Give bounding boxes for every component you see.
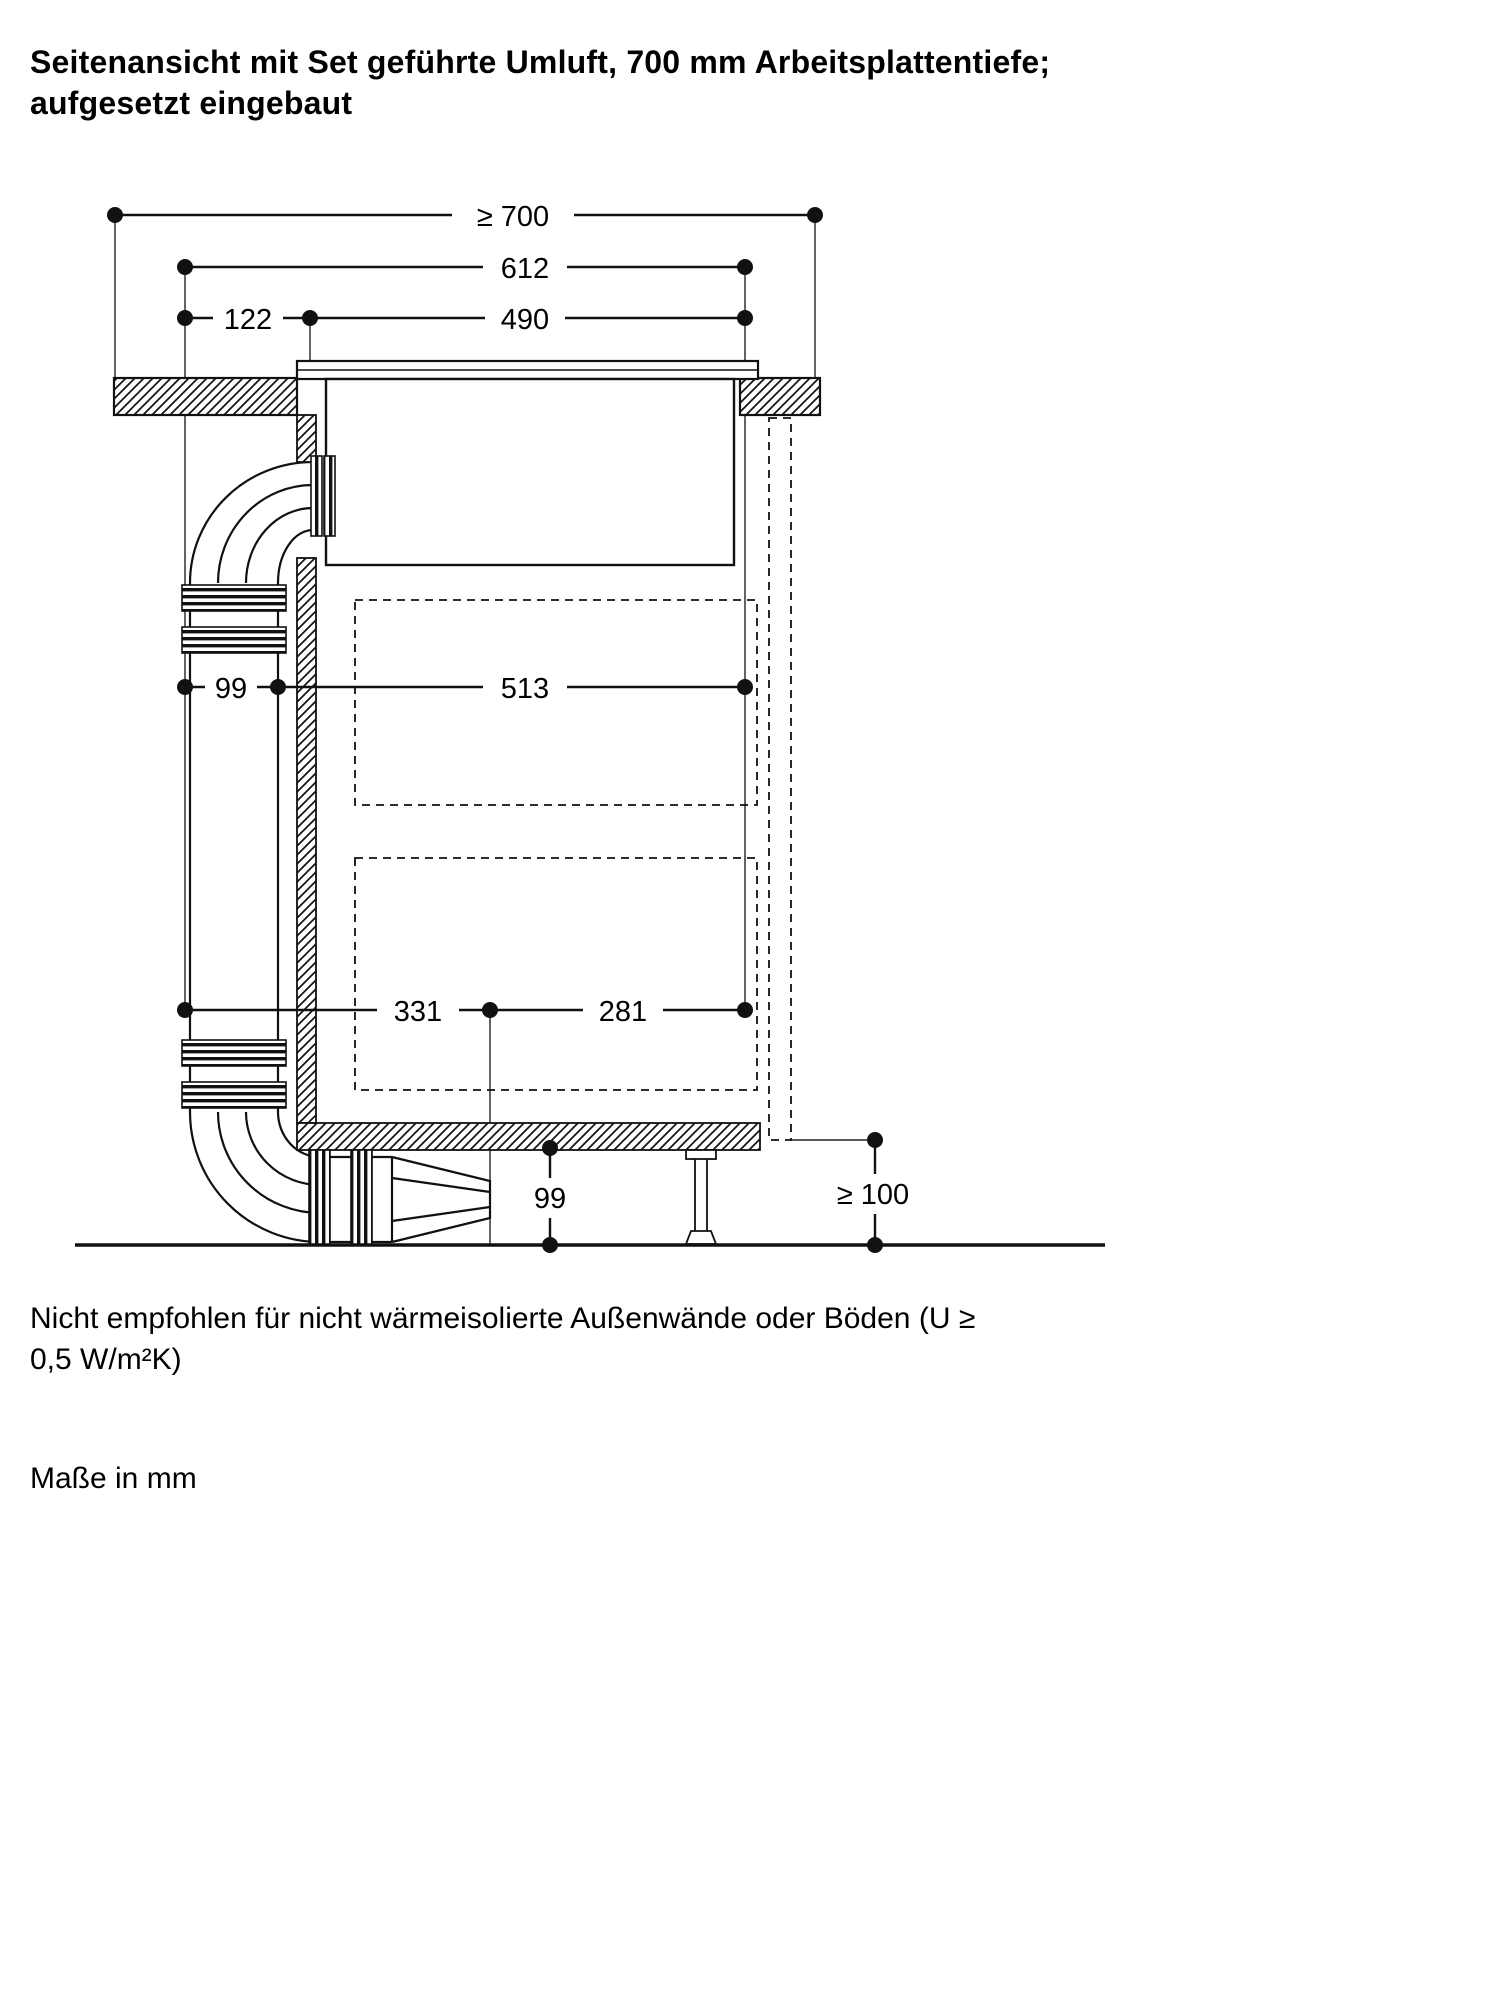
cabinet (296, 414, 761, 1151)
hob (295, 359, 760, 567)
cabinet-rear-dashed (768, 417, 792, 1141)
clearance-zones (354, 417, 792, 1141)
page-title: Seitenansicht mit Set geführte Umluft, 7… (30, 42, 1050, 124)
plinth-duct-coupler (308, 1149, 331, 1246)
dim-plinth-height-label: 99 (534, 1183, 566, 1215)
hob-outlet-coupler (310, 455, 323, 537)
lower-clearance-zone (354, 857, 758, 1091)
cabinet-bottom (296, 1122, 761, 1151)
dim-outlet-offset-label: 331 (394, 996, 442, 1028)
insulation-warning: Nicht empfohlen für nicht wärmeisolierte… (30, 1298, 975, 1381)
dim-duct-offset-label: 122 (224, 304, 272, 336)
upper-duct-coupler (181, 584, 287, 612)
warning-line-2: 0,5 W/m²K) (30, 1343, 182, 1377)
plinth-diffuser (390, 1155, 492, 1244)
dim-unit-width-label: 612 (501, 253, 549, 285)
dim-duct-depth-label: 99 (215, 673, 247, 705)
units-note: Maße in mm (30, 1462, 197, 1495)
duct-couplers (181, 455, 373, 1246)
hob-body (324, 377, 736, 567)
dim-floor-clearance-label: ≥ 100 (837, 1179, 909, 1211)
dim-glass-width-label: 490 (501, 304, 549, 336)
upper-clearance-zone (354, 599, 758, 806)
warning-line-1: Nicht empfohlen für nicht wärmeisolierte… (30, 1302, 976, 1335)
dimension-lines (115, 213, 877, 1245)
worktop-left (112, 376, 299, 417)
dim-cabinet-clearance-label: 513 (501, 673, 549, 705)
dimension-labels: ≥ 700 612 122 490 99 513 331 281 99 ≥ 10… (215, 201, 909, 1215)
cabinet-left-wall (296, 557, 317, 1124)
worktop (112, 376, 822, 417)
cabinet-foot (684, 1149, 718, 1245)
title-line-1: Seitenansicht mit Set geführte Umluft, 7… (30, 44, 1051, 80)
cabinet-wall-stub (296, 414, 317, 463)
dimension-dots (107, 207, 883, 1253)
worktop-right (738, 376, 822, 417)
dim-rear-clearance-label: 281 (599, 996, 647, 1028)
dim-worktop-depth-label: ≥ 700 (477, 201, 549, 233)
title-line-2: aufgesetzt eingebaut (30, 84, 353, 121)
lower-duct-coupler (181, 1039, 287, 1067)
